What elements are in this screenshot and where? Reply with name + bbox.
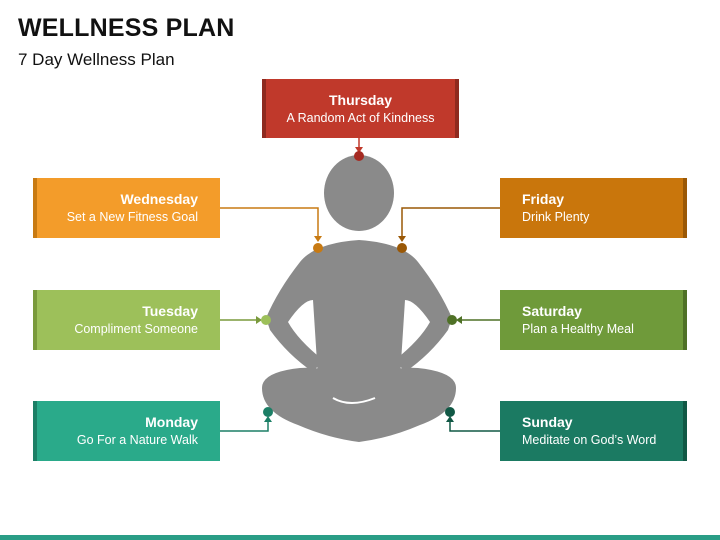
connector-monday — [220, 407, 273, 432]
connector-wednesday — [220, 207, 323, 253]
card-tuesday: Tuesday Compliment Someone — [33, 290, 220, 350]
card-activity-label: Set a New Fitness Goal — [66, 210, 198, 224]
card-day-label: Tuesday — [142, 303, 198, 319]
card-activity-label: Plan a Healthy Meal — [522, 322, 634, 336]
card-activity-label: Drink Plenty — [522, 210, 590, 224]
connector-saturday — [447, 315, 500, 325]
connector-tuesday — [220, 315, 271, 325]
card-day-label: Wednesday — [120, 191, 198, 207]
card-sunday: Sunday Meditate on God’s Word — [500, 401, 687, 461]
figure-legs — [262, 367, 456, 442]
card-monday: Monday Go For a Nature Walk — [33, 401, 220, 461]
connector-friday — [397, 207, 500, 253]
card-saturday: Saturday Plan a Healthy Meal — [500, 290, 687, 350]
card-thursday: Thursday A Random Act of Kindness — [262, 79, 459, 138]
card-activity-label: Compliment Someone — [74, 322, 198, 336]
card-day-label: Thursday — [328, 91, 392, 108]
connector-thursday — [354, 138, 364, 161]
card-activity-label: A Random Act of Kindness — [286, 110, 435, 125]
bottom-accent-bar — [0, 535, 720, 540]
figure-torso — [266, 240, 452, 378]
connector-sunday — [445, 407, 500, 432]
card-day-label: Friday — [522, 191, 565, 207]
card-activity-label: Go For a Nature Walk — [76, 433, 198, 447]
figure-hands — [341, 370, 377, 390]
card-wednesday: Wednesday Set a New Fitness Goal — [33, 178, 220, 238]
card-activity-label: Meditate on God’s Word — [522, 433, 657, 447]
figure-head — [324, 155, 394, 231]
page-title: WELLNESS PLAN — [18, 14, 235, 42]
card-day-label: Sunday — [522, 414, 573, 430]
card-friday: Friday Drink Plenty — [500, 178, 687, 238]
card-day-label: Monday — [145, 414, 198, 430]
page-subtitle: 7 Day Wellness Plan — [18, 50, 175, 69]
card-day-label: Saturday — [522, 303, 582, 319]
meditating-person-icon — [262, 155, 456, 442]
